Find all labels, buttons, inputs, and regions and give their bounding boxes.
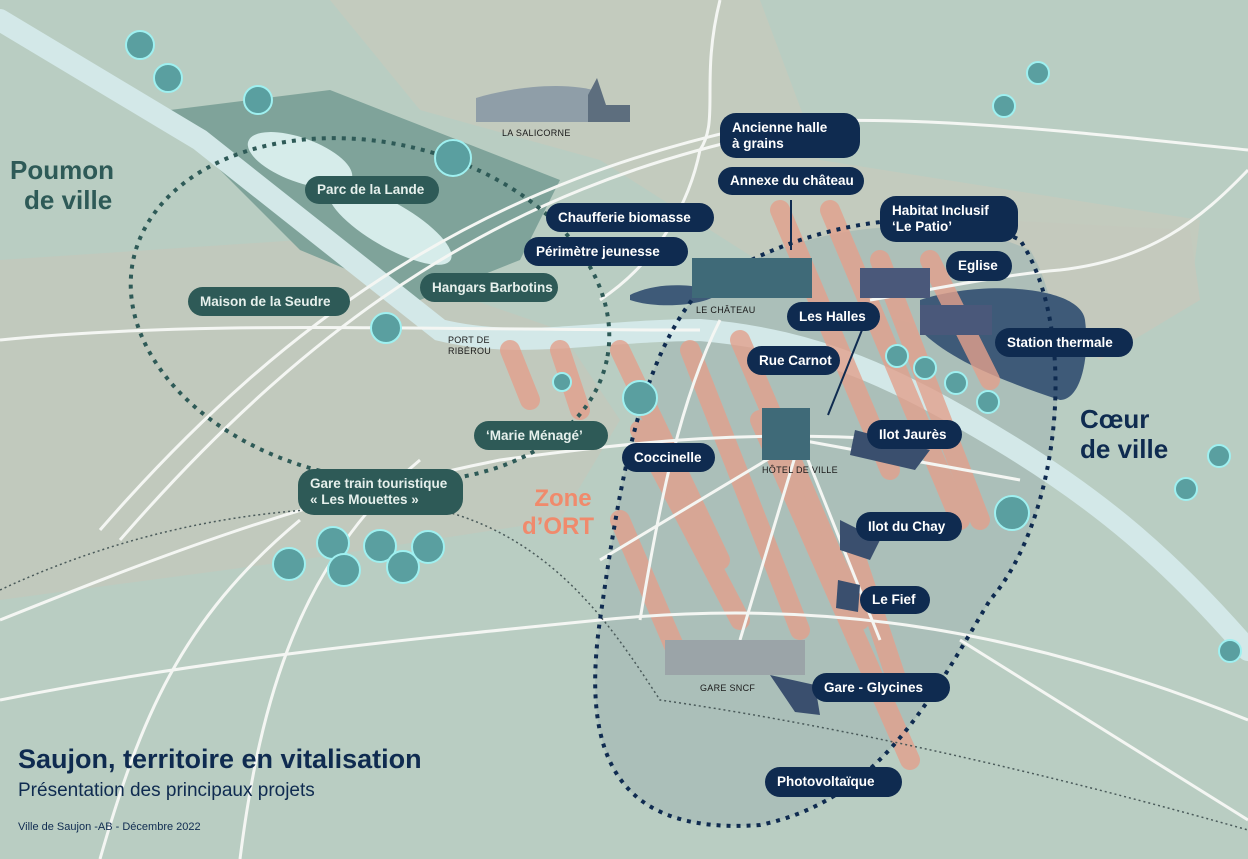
project-gare-train-touristique[interactable]: Gare train touristique« Les Mouettes »: [298, 469, 463, 515]
project-habitat-inclusif[interactable]: Habitat Inclusif‘Le Patio’: [880, 196, 1018, 242]
zone-outlines: [128, 136, 1058, 828]
place-label-gare: GARE SNCF: [700, 683, 756, 693]
map-subtitle: Présentation des principaux projets: [18, 780, 315, 801]
leader-lines: [790, 200, 863, 416]
trees: [125, 30, 1242, 663]
project-coccinelle[interactable]: Coccinelle: [622, 443, 715, 472]
project-chaufferie[interactable]: Chaufferie biomasse: [546, 203, 714, 232]
project-les-halles[interactable]: Les Halles: [787, 302, 880, 331]
map-credit: Ville de Saujon -AB - Décembre 2022: [18, 821, 201, 833]
place-label-chateau: LE CHÂTEAU: [696, 305, 756, 315]
place-label-hotel-de-ville: HÔTEL DE VILLE: [762, 465, 838, 475]
place-label-salicorne: LA SALICORNE: [502, 128, 571, 138]
project-ilot-jaures[interactable]: Ilot Jaurès: [867, 420, 962, 449]
project-hangars-barbotins[interactable]: Hangars Barbotins: [420, 273, 558, 302]
map-title: Saujon, territoire en vitalisation: [18, 744, 422, 774]
project-gare-glycines[interactable]: Gare - Glycines: [812, 673, 950, 702]
project-ilot-du-chay[interactable]: Ilot du Chay: [856, 512, 962, 541]
railway: [0, 506, 1248, 831]
project-maison-de-la-seudre[interactable]: Maison de la Seudre: [188, 287, 350, 316]
project-marie-menage[interactable]: ‘Marie Ménagé’: [474, 421, 608, 450]
project-rue-carnot[interactable]: Rue Carnot: [747, 346, 840, 375]
project-eglise[interactable]: Eglise: [946, 251, 1012, 281]
project-photovoltaique[interactable]: Photovoltaïque: [765, 767, 902, 797]
river: [0, 9, 1248, 661]
project-station-thermale[interactable]: Station thermale: [995, 328, 1133, 357]
project-perimetre-jeunesse[interactable]: Périmètre jeunesse: [524, 237, 688, 266]
project-le-fief[interactable]: Le Fief: [860, 586, 930, 614]
project-annexe-chateau[interactable]: Annexe du château: [718, 167, 864, 195]
project-parc-de-la-lande[interactable]: Parc de la Lande: [305, 176, 439, 204]
